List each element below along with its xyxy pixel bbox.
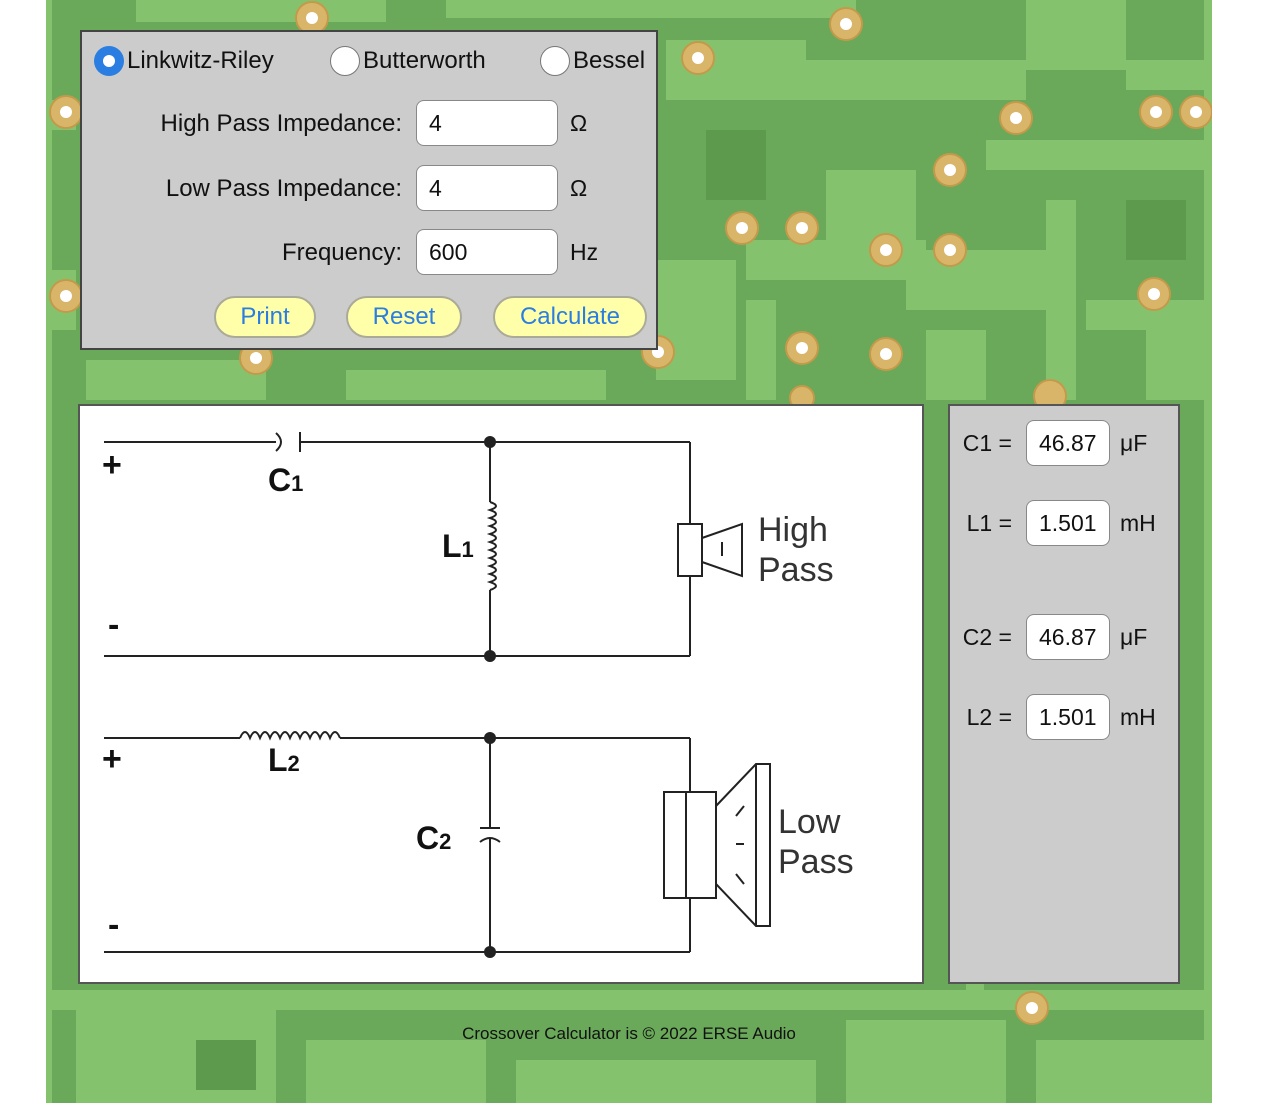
radio-butterworth[interactable]: Butterworth	[330, 46, 486, 76]
l1-result-unit: mH	[1120, 510, 1156, 536]
high-pass-line-1: High	[758, 511, 828, 549]
results-panel: C1 = 46.87 μF L1 = 1.501 mH C2 = 46.87 μ…	[948, 404, 1180, 984]
high-pass-line-2: Pass	[758, 551, 834, 589]
l1-result-field[interactable]: 1.501	[1026, 500, 1110, 546]
l1-label: L1	[442, 528, 474, 565]
c1-result-field[interactable]: 46.87	[1026, 420, 1110, 466]
c1-subscript: 1	[291, 471, 304, 496]
l1-letter: L	[442, 528, 462, 564]
calculator-panel: Linkwitz-Riley Butterworth Bessel High P…	[80, 30, 658, 350]
ohm-unit: Ω	[570, 175, 588, 201]
c1-label: C1	[268, 462, 303, 499]
c2-result-field[interactable]: 46.87	[1026, 614, 1110, 660]
copyright-footer: Crossover Calculator is © 2022 ERSE Audi…	[462, 1024, 796, 1043]
reset-button[interactable]: Reset	[346, 296, 462, 338]
l2-result-label: L2 =	[966, 704, 1012, 730]
l2-result-field[interactable]: 1.501	[1026, 694, 1110, 740]
hertz-unit: Hz	[570, 239, 599, 265]
schematic-diagram	[104, 432, 771, 958]
l2-subscript: 2	[287, 751, 300, 776]
calculate-button[interactable]: Calculate	[493, 296, 647, 338]
c2-subscript: 2	[439, 829, 452, 854]
c1-result-label: C1 =	[962, 430, 1012, 456]
low-pass-impedance-input[interactable]	[416, 165, 558, 211]
l1-subscript: 1	[461, 537, 474, 562]
radio-button[interactable]	[540, 46, 570, 76]
c1-letter: C	[268, 462, 292, 498]
radio-label: Linkwitz-Riley	[127, 47, 274, 74]
radio-label: Bessel	[573, 47, 646, 74]
c2-result-unit: μF	[1120, 624, 1148, 650]
positive-terminal-high: +	[102, 446, 122, 484]
radio-button[interactable]	[330, 46, 360, 76]
negative-terminal-low: -	[108, 906, 120, 944]
radio-label: Butterworth	[363, 47, 486, 74]
c2-label: C2	[416, 820, 451, 857]
ohm-unit: Ω	[570, 110, 588, 136]
frequency-label: Frequency:	[281, 239, 402, 266]
l2-letter: L	[268, 742, 288, 778]
radio-button-checked[interactable]	[94, 46, 124, 76]
high-pass-impedance-input[interactable]	[416, 100, 558, 146]
radio-linkwitz-riley[interactable]: Linkwitz-Riley	[94, 46, 274, 76]
l2-label: L2	[268, 742, 300, 779]
c2-result-label: C2 =	[962, 624, 1012, 650]
low-pass-line-1: Low	[778, 803, 841, 841]
positive-terminal-low: +	[102, 740, 122, 778]
negative-terminal-high: -	[108, 606, 120, 644]
high-pass-impedance-label: High Pass Impedance:	[160, 110, 402, 137]
print-button[interactable]: Print	[214, 296, 316, 338]
frequency-input[interactable]	[416, 229, 558, 275]
low-pass-impedance-label: Low Pass Impedance:	[165, 175, 402, 202]
low-pass-line-2: Pass	[778, 843, 854, 881]
radio-bessel[interactable]: Bessel	[540, 46, 645, 76]
l2-result-unit: mH	[1120, 704, 1156, 730]
c1-result-unit: μF	[1120, 430, 1148, 456]
c2-letter: C	[416, 820, 440, 856]
l1-result-label: L1 =	[966, 510, 1012, 536]
